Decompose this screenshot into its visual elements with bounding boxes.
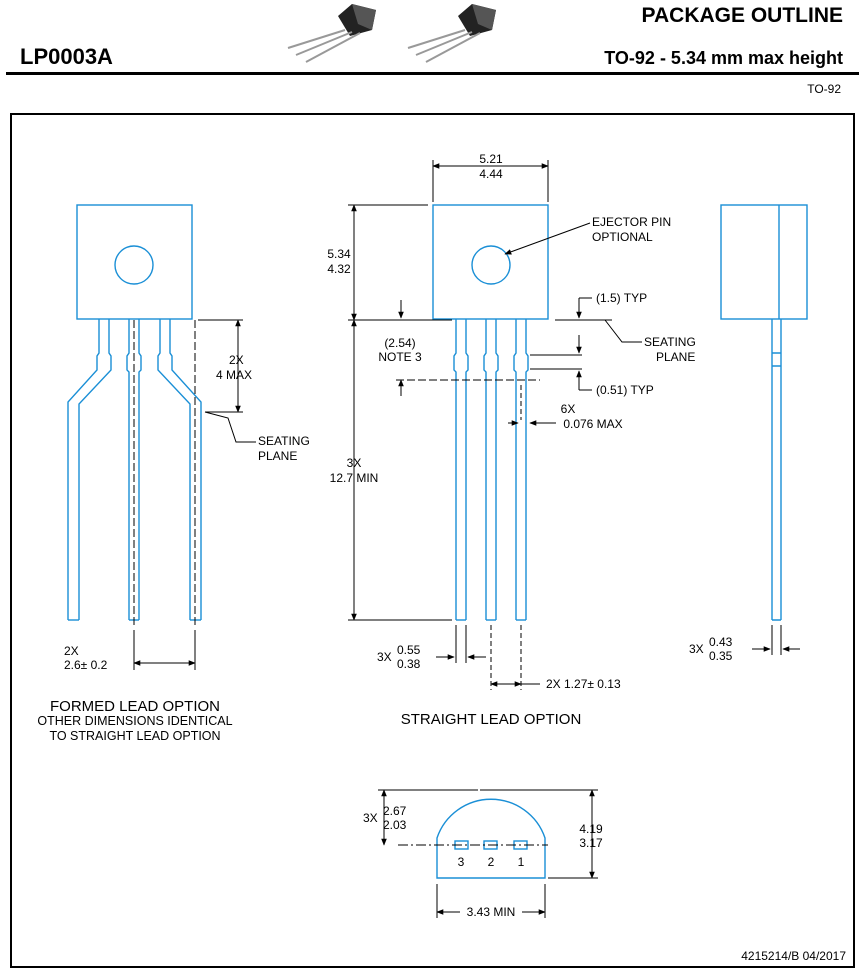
note-3-label: NOTE 3	[378, 350, 422, 364]
dim-0-51-typ: (0.51) TYP	[596, 383, 654, 397]
side-dimensions	[752, 625, 800, 655]
ejector-optional-label: OPTIONAL	[592, 230, 653, 244]
body-width-max: 5.21	[479, 152, 503, 166]
lead-length-3x: 3X	[347, 456, 362, 470]
formed-dimensions	[133, 319, 256, 670]
package-subtitle: TO-92 - 5.34 mm max height	[604, 48, 843, 68]
formed-seating-label: SEATING	[258, 434, 310, 448]
header-rule	[6, 72, 859, 75]
straight-dimensions	[348, 160, 642, 690]
formed-caption-note: OTHER DIMENSIONS IDENTICAL	[37, 714, 232, 728]
document-id: 4215214/B 04/2017	[741, 949, 846, 963]
side-thickness-3x: 3X	[689, 642, 704, 656]
seating-label: SEATING	[644, 335, 696, 349]
bottom-d-min: 2.03	[383, 818, 407, 832]
formed-pitch-value: 2.6± 0.2	[64, 658, 108, 672]
formed-caption: FORMED LEAD OPTION	[50, 698, 220, 715]
dim-1-5-typ: (1.5) TYP	[596, 291, 647, 305]
straight-caption: STRAIGHT LEAD OPTION	[401, 711, 582, 728]
formed-pitch-2x: 2X	[64, 644, 79, 658]
side-thickness-max: 0.43	[709, 635, 733, 649]
drawing-frame	[10, 113, 855, 968]
formed-lead-view	[67, 204, 202, 621]
pin-3-label: 3	[458, 855, 465, 869]
lead-width-3x: 3X	[377, 650, 392, 664]
formed-caption-note-2: TO STRAIGHT LEAD OPTION	[49, 729, 220, 743]
bottom-d-max: 2.67	[383, 804, 407, 818]
package-code: TO-92	[807, 82, 841, 96]
dim-2-54: (2.54)	[384, 336, 415, 350]
body-width-min: 4.44	[479, 167, 503, 181]
formed-plane-label: PLANE	[258, 449, 297, 463]
lead-width-min: 0.38	[397, 657, 421, 671]
bottom-width-label: 3.43 MIN	[467, 905, 516, 919]
body-height-min: 4.32	[327, 262, 351, 276]
bottom-h-max: 4.19	[579, 822, 603, 836]
side-thickness-min: 0.35	[709, 649, 733, 663]
side-view	[720, 204, 808, 621]
formed-dim-4max: 4 MAX	[216, 368, 252, 382]
lead-width-max: 0.55	[397, 643, 421, 657]
body-height-max: 5.34	[327, 247, 351, 261]
lead-0-076-max: 0.076 MAX	[563, 417, 622, 431]
part-number: LP0003A	[20, 44, 113, 69]
transistor-icon	[407, 4, 496, 63]
lead-pitch-label: 2X 1.27± 0.13	[546, 677, 621, 691]
ejector-pin-label: EJECTOR PIN	[592, 215, 671, 229]
straight-lead-view	[432, 204, 549, 621]
lead-6x: 6X	[561, 402, 576, 416]
plane-label: PLANE	[656, 350, 695, 364]
lead-length-min: 12.7 MIN	[330, 471, 379, 485]
pin-2-label: 2	[488, 855, 495, 869]
bottom-dimensions	[378, 789, 598, 918]
bottom-h-min: 3.17	[579, 836, 603, 850]
page-title: PACKAGE OUTLINE	[641, 4, 843, 27]
bottom-d-3x: 3X	[363, 811, 378, 825]
pin-1-label: 1	[518, 855, 525, 869]
formed-dim-2x: 2X	[229, 353, 244, 367]
transistor-icon	[287, 4, 376, 63]
